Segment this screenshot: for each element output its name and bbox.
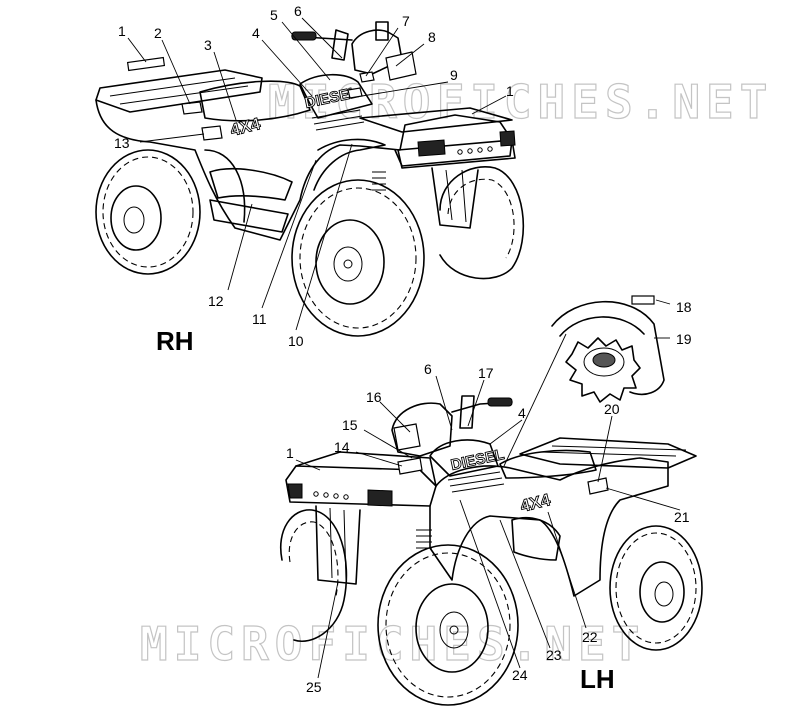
rh-front-fender [313, 138, 386, 191]
rh-rear-rack [95, 69, 263, 113]
callout-lh-16: 16 [366, 389, 382, 405]
lh-front-near-wheel [377, 544, 519, 706]
view-label-rh: RH [156, 326, 194, 356]
callout-rh-8: 8 [428, 29, 436, 45]
watermark-bottom: MICROFICHES.NET [140, 617, 645, 671]
lh-front-far-wheel [279, 509, 348, 642]
callout-lh-24: 24 [512, 667, 528, 683]
callout-lh-25: 25 [306, 679, 322, 695]
rh-front-near-wheel [291, 179, 425, 337]
rh-rack-decal [126, 56, 166, 72]
rh-footwell [209, 168, 293, 201]
watermark-top: MICROFICHES.NET [268, 75, 773, 129]
lh-side-decal [587, 477, 609, 495]
callout-rh-7: 7 [402, 13, 410, 29]
callout-rh-6: 6 [294, 3, 302, 19]
lh-grip [487, 397, 513, 407]
callout-lh-17: 17 [478, 365, 494, 381]
callout-lh-14: 14 [334, 439, 350, 455]
callout-detail-18: 18 [676, 299, 692, 315]
rh-front-far-wheel [439, 166, 525, 280]
callout-lh-20: 20 [604, 401, 620, 417]
callout-rh-5: 5 [270, 7, 278, 23]
rh-headlight-left [417, 139, 446, 157]
fender-detail [551, 295, 665, 403]
rh-headlight-right [499, 130, 516, 147]
rh-brush-guard [431, 167, 479, 229]
rh-fuel-tank [299, 73, 373, 119]
view-label-lh: LH [580, 664, 615, 694]
lh-callouts: 6 17 16 4 15 14 1 20 21 22 23 24 25 [286, 361, 690, 695]
atv-right-side-view: 4X4 DIESEL [95, 21, 525, 337]
callout-rh-1b: 1 [506, 83, 514, 99]
callout-detail-19: 19 [676, 331, 692, 347]
rh-footrest [209, 199, 289, 233]
lh-pod-decal [393, 423, 421, 451]
detail-leader-lines [654, 299, 671, 339]
fender-decal [631, 295, 655, 305]
callout-rh-9: 9 [450, 67, 458, 83]
rh-front-bumper [397, 139, 516, 169]
callout-lh-4: 4 [518, 405, 526, 421]
callout-rh-1: 1 [118, 23, 126, 39]
rh-headlight-pod [351, 29, 403, 75]
lh-front-rack [295, 451, 437, 487]
callout-rh-11: 11 [252, 311, 267, 327]
rh-callouts: 1 2 3 4 5 6 7 8 9 1 13 12 11 10 [114, 3, 514, 349]
callout-rh-2: 2 [154, 25, 162, 41]
rh-warning-decal [181, 101, 203, 115]
callout-lh-1: 1 [286, 445, 294, 461]
lh-headlight-pod [391, 402, 453, 457]
rh-side-decal [201, 125, 223, 141]
lh-tank-decal [397, 457, 423, 475]
lh-headlight-left [287, 483, 303, 499]
callout-lh-6: 6 [424, 361, 432, 377]
callout-rh-4: 4 [252, 25, 260, 41]
callout-rh-3: 3 [204, 37, 212, 53]
rh-4x4-decal: 4X4 [228, 114, 262, 140]
lh-body-shell [429, 457, 669, 597]
lh-seat [499, 449, 597, 479]
lh-rear-rack [519, 437, 697, 469]
callout-rh-13: 13 [114, 135, 130, 151]
rh-grip [291, 31, 317, 41]
rh-rear-wheel [95, 149, 201, 275]
rh-pod-decal [385, 51, 417, 81]
rh-rear-far-wheel [204, 149, 246, 223]
callout-lh-23: 23 [546, 647, 562, 663]
lh-leader-lines [295, 333, 681, 679]
lh-rear-far-wheel [609, 525, 703, 651]
callout-rh-12: 12 [208, 293, 224, 309]
callout-lh-15: 15 [342, 417, 358, 433]
lh-brush-guard [315, 505, 361, 585]
callout-lh-21: 21 [674, 509, 690, 525]
rh-front-rack [359, 107, 513, 133]
rh-seat [199, 80, 311, 122]
rh-leader-lines [127, 17, 507, 331]
lh-fuel-tank [429, 439, 499, 477]
lh-headlight-right [367, 489, 393, 507]
lh-footwell [511, 516, 561, 561]
callout-lh-22: 22 [582, 629, 598, 645]
lh-4x4-decal: 4X4 [518, 490, 552, 516]
callout-rh-10: 10 [288, 333, 304, 349]
